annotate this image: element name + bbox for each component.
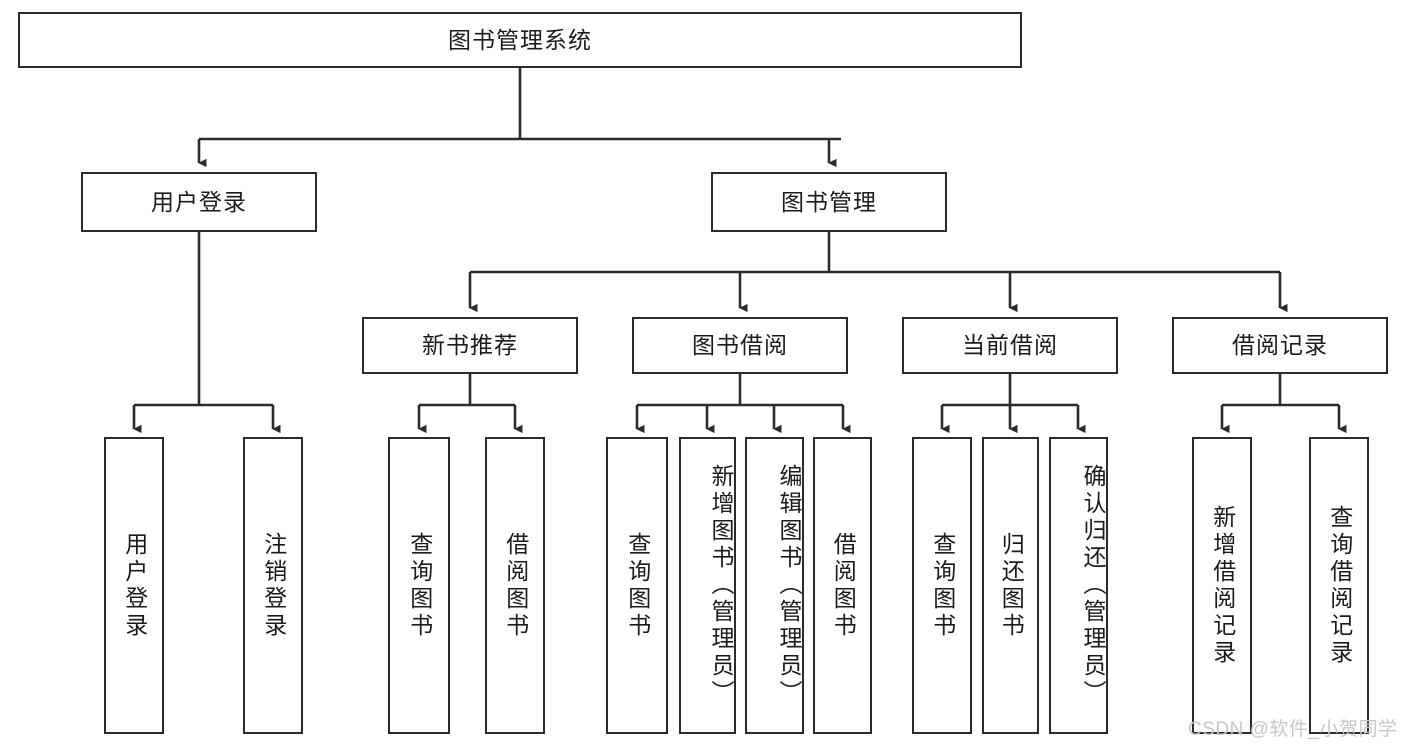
leaf-current-confirm-return-admin[interactable]: 确认归还（管理员）	[1049, 437, 1108, 734]
node-book-borrow[interactable]: 图书借阅	[632, 317, 848, 374]
node-label: 确认归还（管理员）	[1080, 464, 1106, 707]
csdn-watermark: CSDN @软件_小贺同学	[1188, 719, 1398, 740]
node-label: 注销登录	[260, 531, 287, 640]
node-root-library-management-system[interactable]: 图书管理系统	[18, 12, 1022, 68]
leaf-new-book-query-book[interactable]: 查询图书	[388, 437, 450, 734]
leaf-borrow-borrow-book[interactable]: 借阅图书	[813, 437, 872, 734]
node-label: 当前借阅	[962, 332, 1058, 359]
node-current-borrow[interactable]: 当前借阅	[902, 317, 1118, 374]
node-user-login[interactable]: 用户登录	[81, 172, 317, 232]
node-label: 查询图书	[406, 531, 433, 640]
node-label: 用户登录	[121, 531, 148, 640]
node-new-book-recommend[interactable]: 新书推荐	[362, 317, 578, 374]
node-label: 查询图书	[929, 531, 956, 640]
node-label: 图书管理	[781, 188, 877, 215]
leaf-current-return-book[interactable]: 归还图书	[982, 437, 1039, 734]
leaf-user-login-logout[interactable]: 注销登录	[243, 437, 303, 734]
leaf-new-book-borrow-book[interactable]: 借阅图书	[485, 437, 545, 734]
node-label: 编辑图书（管理员）	[776, 464, 802, 707]
leaf-borrow-edit-book-admin[interactable]: 编辑图书（管理员）	[745, 437, 804, 734]
node-label: 图书管理系统	[448, 26, 592, 53]
node-label: 新增借阅记录	[1209, 504, 1236, 667]
leaf-current-query-book[interactable]: 查询图书	[912, 437, 972, 734]
node-label: 查询图书	[624, 531, 651, 640]
node-label: 借阅图书	[502, 531, 529, 640]
leaf-record-query-borrow-record[interactable]: 查询借阅记录	[1309, 437, 1369, 734]
leaf-borrow-query-book[interactable]: 查询图书	[606, 437, 668, 734]
node-label: 借阅图书	[830, 531, 857, 640]
node-borrow-record[interactable]: 借阅记录	[1172, 317, 1388, 374]
leaf-user-login-signin[interactable]: 用户登录	[104, 437, 164, 734]
node-label: 新增图书（管理员）	[708, 464, 734, 707]
node-label: 用户登录	[151, 188, 247, 215]
leaf-record-add-borrow-record[interactable]: 新增借阅记录	[1192, 437, 1252, 734]
node-label: 图书借阅	[692, 332, 788, 359]
node-label: 归还图书	[998, 531, 1025, 640]
node-label: 借阅记录	[1232, 332, 1328, 359]
leaf-borrow-add-book-admin[interactable]: 新增图书（管理员）	[679, 437, 736, 734]
node-label: 新书推荐	[422, 332, 518, 359]
node-label: 查询借阅记录	[1326, 504, 1353, 667]
node-book-management[interactable]: 图书管理	[711, 172, 947, 232]
